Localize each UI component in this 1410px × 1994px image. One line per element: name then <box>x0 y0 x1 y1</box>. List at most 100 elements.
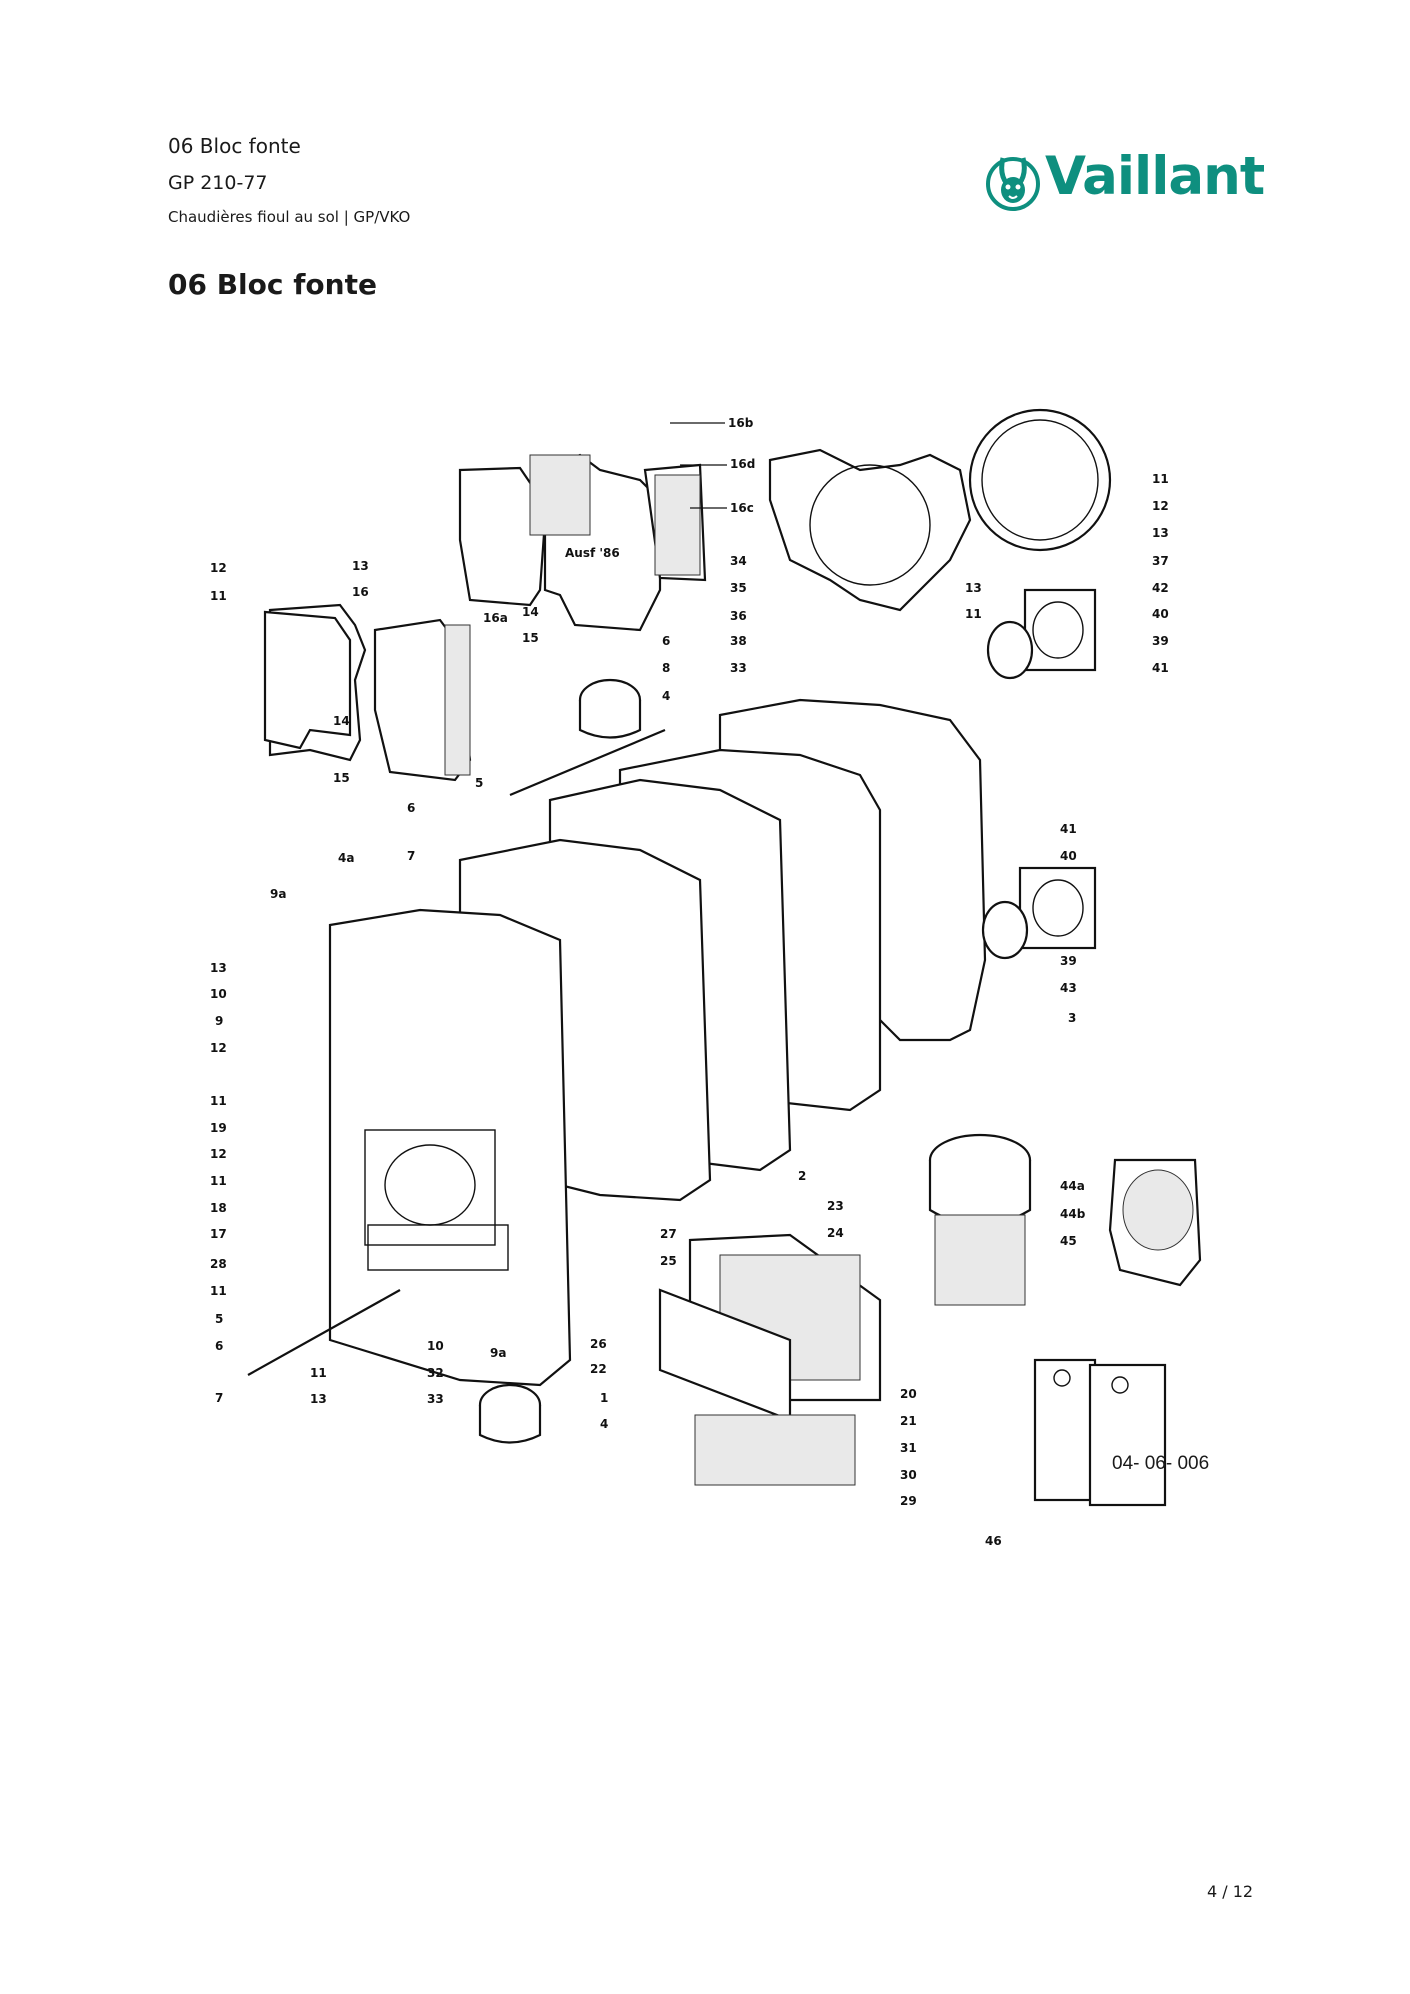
svg-text:35: 35 <box>730 581 747 595</box>
svg-text:11: 11 <box>210 1094 227 1108</box>
svg-text:28: 28 <box>210 1257 227 1271</box>
svg-text:4: 4 <box>600 1417 608 1431</box>
svg-text:8: 8 <box>662 661 670 675</box>
svg-text:13: 13 <box>310 1392 327 1406</box>
svg-text:16a: 16a <box>483 611 508 625</box>
gasket-set-top <box>458 453 707 632</box>
svg-text:13: 13 <box>352 559 369 573</box>
svg-text:45: 45 <box>1060 1234 1077 1248</box>
logo-wordmark: Vaillant <box>1045 146 1265 207</box>
insulation-parts <box>928 1133 1202 1507</box>
svg-text:5: 5 <box>215 1312 223 1326</box>
svg-text:36: 36 <box>730 609 747 623</box>
svg-text:17: 17 <box>210 1227 227 1241</box>
svg-text:13: 13 <box>210 961 227 975</box>
svg-text:25: 25 <box>660 1254 677 1268</box>
sleeves <box>478 678 642 1444</box>
svg-text:16b: 16b <box>728 416 754 430</box>
svg-text:5: 5 <box>475 776 483 790</box>
svg-text:7: 7 <box>407 849 415 863</box>
svg-text:34: 34 <box>730 554 747 568</box>
hare-logo-icon <box>986 157 1040 211</box>
svg-text:23: 23 <box>827 1199 844 1213</box>
svg-text:13: 13 <box>965 581 982 595</box>
svg-text:37: 37 <box>1152 554 1169 568</box>
header-model: GP 210-77 <box>168 172 268 194</box>
svg-text:11: 11 <box>210 1284 227 1298</box>
svg-text:6: 6 <box>215 1339 223 1353</box>
svg-text:11: 11 <box>965 607 982 621</box>
svg-text:46: 46 <box>985 1534 1002 1548</box>
svg-text:10: 10 <box>427 1339 444 1353</box>
flue-hood <box>768 448 972 612</box>
svg-text:13: 13 <box>1152 526 1169 540</box>
svg-text:43: 43 <box>1060 981 1077 995</box>
page-title: 06 Bloc fonte <box>168 268 377 301</box>
svg-text:41: 41 <box>1152 661 1169 675</box>
svg-text:39: 39 <box>1152 634 1169 648</box>
annotation-text: Ausf '86 <box>565 546 620 560</box>
svg-text:15: 15 <box>522 631 539 645</box>
vaillant-logo: Vaillant <box>985 144 1265 222</box>
svg-text:21: 21 <box>900 1414 917 1428</box>
svg-text:18: 18 <box>210 1201 227 1215</box>
svg-text:2: 2 <box>798 1169 806 1183</box>
svg-text:27: 27 <box>660 1227 677 1241</box>
round-cover <box>968 408 1112 552</box>
svg-text:4a: 4a <box>338 851 354 865</box>
svg-text:12: 12 <box>210 1041 227 1055</box>
svg-text:9a: 9a <box>490 1346 506 1360</box>
boiler-sections <box>328 698 987 1387</box>
svg-text:41: 41 <box>1060 822 1077 836</box>
header-product-line: Chaudières fioul au sol | GP/VKO <box>168 208 411 226</box>
svg-text:29: 29 <box>900 1494 917 1508</box>
svg-text:24: 24 <box>827 1226 844 1240</box>
svg-text:11: 11 <box>1152 472 1169 486</box>
svg-text:11: 11 <box>310 1366 327 1380</box>
svg-text:42: 42 <box>1152 581 1169 595</box>
svg-text:19: 19 <box>210 1121 227 1135</box>
svg-text:30: 30 <box>900 1468 917 1482</box>
svg-text:22: 22 <box>590 1362 607 1376</box>
svg-text:15: 15 <box>333 771 350 785</box>
svg-text:26: 26 <box>590 1337 607 1351</box>
svg-text:31: 31 <box>900 1441 917 1455</box>
svg-text:1: 1 <box>600 1391 608 1405</box>
svg-text:38: 38 <box>730 634 747 648</box>
svg-text:6: 6 <box>407 801 415 815</box>
svg-text:33: 33 <box>427 1392 444 1406</box>
svg-text:4: 4 <box>662 689 670 703</box>
header-section-name: 06 Bloc fonte <box>168 134 301 158</box>
svg-text:10: 10 <box>210 987 227 1001</box>
svg-text:16c: 16c <box>730 501 754 515</box>
svg-text:16d: 16d <box>730 457 755 471</box>
svg-text:40: 40 <box>1152 607 1169 621</box>
svg-text:32: 32 <box>427 1366 444 1380</box>
page-number: 4 / 12 <box>1207 1882 1254 1901</box>
svg-text:44b: 44b <box>1060 1207 1086 1221</box>
callout-labels: 16b 16d 16c 16a 16 13 12 11 14 15 14 15 … <box>210 416 1169 1548</box>
svg-text:11: 11 <box>210 1174 227 1188</box>
svg-text:7: 7 <box>215 1391 223 1405</box>
svg-text:20: 20 <box>900 1387 917 1401</box>
svg-text:12: 12 <box>210 561 227 575</box>
svg-text:3: 3 <box>1068 1011 1076 1025</box>
svg-text:6: 6 <box>662 634 670 648</box>
svg-text:40: 40 <box>1060 849 1077 863</box>
drawing-number: 04- 06- 006 <box>1112 1453 1210 1474</box>
svg-text:44a: 44a <box>1060 1179 1085 1193</box>
svg-text:9a: 9a <box>270 887 286 901</box>
svg-text:12: 12 <box>1152 499 1169 513</box>
svg-text:39: 39 <box>1060 954 1077 968</box>
svg-text:12: 12 <box>210 1147 227 1161</box>
svg-text:33: 33 <box>730 661 747 675</box>
door-plates <box>658 1233 882 1486</box>
gasket-set-left <box>263 603 472 782</box>
svg-text:14: 14 <box>333 714 350 728</box>
svg-text:16: 16 <box>352 585 369 599</box>
svg-text:11: 11 <box>210 589 227 603</box>
svg-text:14: 14 <box>522 605 539 619</box>
flange-parts-right <box>981 588 1097 960</box>
svg-text:9: 9 <box>215 1014 223 1028</box>
